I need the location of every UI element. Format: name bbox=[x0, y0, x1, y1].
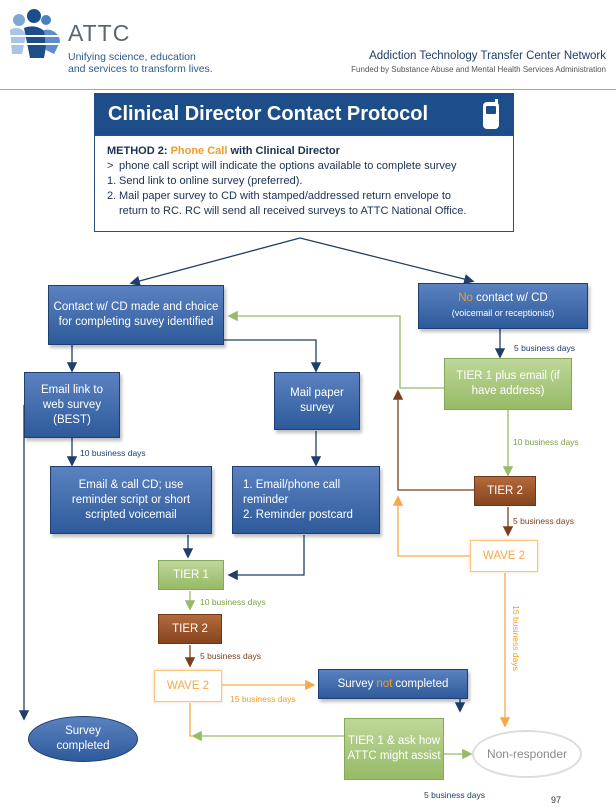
survey-not-pre: Survey bbox=[337, 677, 374, 690]
interval-label: 15 business days bbox=[230, 694, 296, 704]
no-contact-sub: (voicemail or receptionist) bbox=[451, 308, 555, 318]
contact-made-text: Contact w/ CD made and choice for comple… bbox=[53, 301, 219, 328]
reminder-1: 1. Email/phone call reminder bbox=[243, 478, 341, 506]
header-divider bbox=[0, 89, 616, 90]
interval-label: 5 business days bbox=[200, 651, 261, 661]
arrow-wave2-to-loop bbox=[392, 495, 470, 557]
email-link-text: Email link to web survey (BEST) bbox=[41, 383, 103, 426]
page-number: 97 bbox=[551, 795, 562, 805]
survey-completed-text: Survey completed bbox=[56, 725, 110, 752]
email-call-box: Email & call CD; use reminder script or … bbox=[50, 466, 212, 534]
method-item: > phone call script will indicate the opt… bbox=[107, 159, 501, 174]
method-marker: 1. bbox=[107, 175, 117, 187]
non-responder-node: Non-responder bbox=[472, 730, 582, 778]
wave2-right-box: WAVE 2 bbox=[470, 540, 538, 572]
no-contact-rest: contact w/ CD bbox=[472, 292, 548, 304]
wave2-right-text: WAVE 2 bbox=[482, 550, 526, 562]
method-suffix: with Clinical Director bbox=[227, 145, 340, 157]
method-item: return to RC. RC will send all received … bbox=[107, 204, 501, 219]
no-contact-line: No contact w/ CD bbox=[458, 291, 547, 306]
logo-text: ATTC bbox=[68, 20, 131, 46]
interval-label: 10 business days bbox=[80, 448, 146, 458]
tagline-line-2: and services to transform lives. bbox=[68, 63, 213, 75]
arrow-tier1email-to-contact bbox=[227, 310, 444, 389]
org-name: Addiction Technology Transfer Center Net… bbox=[369, 50, 606, 62]
interval-label: 5 business days bbox=[514, 343, 575, 353]
method-item-text: Mail paper survey to CD with stamped/add… bbox=[119, 190, 452, 202]
interval-label: 10 business days bbox=[513, 437, 579, 447]
tier1-mid-box: TIER 1 bbox=[158, 560, 224, 590]
wave2-mid-box: WAVE 2 bbox=[154, 670, 222, 702]
tier1-mid-text: TIER 1 bbox=[173, 568, 209, 581]
arrow-tier2-to-contact-loop bbox=[392, 389, 474, 491]
mail-paper-box: Mail paper survey bbox=[274, 372, 360, 430]
interval-label-vertical: 15 business days bbox=[511, 605, 521, 671]
method-item: 2.Mail paper survey to CD with stamped/a… bbox=[107, 189, 501, 204]
survey-not-post: completed bbox=[395, 677, 449, 690]
method-marker: > bbox=[107, 160, 114, 172]
method-highlight: Phone Call bbox=[170, 145, 228, 157]
method-heading: METHOD 2: Phone Call with Clinical Direc… bbox=[107, 144, 501, 159]
tier1-ask-text: TIER 1 & ask how ATTC might assist bbox=[347, 735, 441, 762]
phone-icon bbox=[483, 99, 499, 129]
reminders-box: 1. Email/phone call reminder 2. Reminder… bbox=[232, 466, 380, 534]
survey-not-not: not bbox=[376, 677, 393, 690]
method-prefix: METHOD 2: bbox=[107, 145, 171, 157]
method-item: 1.Send link to online survey (preferred)… bbox=[107, 174, 501, 189]
email-call-text: Email & call CD; use reminder script or … bbox=[71, 478, 191, 521]
interval-label: 10 business days bbox=[200, 597, 266, 607]
interval-label: 5 business days bbox=[424, 790, 485, 800]
arrow-method-to-nocontact bbox=[299, 237, 475, 285]
no-contact-box: No contact w/ CD (voicemail or reception… bbox=[418, 283, 588, 329]
method-item-text: return to RC. RC will send all received … bbox=[119, 205, 467, 217]
no-contact-no: No bbox=[458, 292, 473, 304]
non-responder-text: Non-responder bbox=[486, 747, 568, 761]
funded-by: Funded by Substance Abuse and Mental Hea… bbox=[351, 65, 606, 74]
wave2-mid-text: WAVE 2 bbox=[166, 680, 210, 692]
contact-made-box: Contact w/ CD made and choice for comple… bbox=[48, 285, 224, 345]
tier2-right-text: TIER 2 bbox=[487, 485, 523, 497]
attc-logo-icon bbox=[4, 9, 64, 58]
survey-not-completed-box: Survey not completed bbox=[318, 669, 468, 699]
tier2-mid-box: TIER 2 bbox=[158, 614, 222, 644]
arrow-reminders-to-tier1 bbox=[227, 535, 305, 581]
tier1-email-text: TIER 1 plus email (if have address) bbox=[456, 370, 560, 397]
tagline-line-1: Unifying science, education bbox=[68, 51, 196, 63]
method-item-text: Send link to online survey (preferred). bbox=[119, 175, 303, 187]
tier2-mid-text: TIER 2 bbox=[172, 623, 208, 635]
survey-completed-node: Survey completed bbox=[28, 716, 138, 762]
page-title: Clinical Director Contact Protocol bbox=[94, 93, 514, 135]
reminder-2: 2. Reminder postcard bbox=[243, 508, 353, 521]
tier2-right-box: TIER 2 bbox=[474, 476, 536, 506]
method-item-text: phone call script will indicate the opti… bbox=[119, 160, 457, 172]
tier1-ask-box: TIER 1 & ask how ATTC might assist bbox=[344, 718, 444, 780]
email-link-box: Email link to web survey (BEST) bbox=[24, 372, 120, 438]
tier1-email-box: TIER 1 plus email (if have address) bbox=[444, 358, 572, 410]
method-marker: 2. bbox=[107, 190, 117, 202]
interval-label: 5 business days bbox=[513, 516, 574, 526]
page-title-text: Clinical Director Contact Protocol bbox=[108, 102, 429, 125]
arrow-method-to-contact bbox=[129, 237, 301, 287]
arrow-wave2mid-to-completed bbox=[189, 703, 194, 737]
mail-paper-text: Mail paper survey bbox=[290, 387, 344, 414]
arrow-contact-to-mail bbox=[224, 339, 322, 373]
method-box: METHOD 2: Phone Call with Clinical Direc… bbox=[94, 135, 514, 232]
